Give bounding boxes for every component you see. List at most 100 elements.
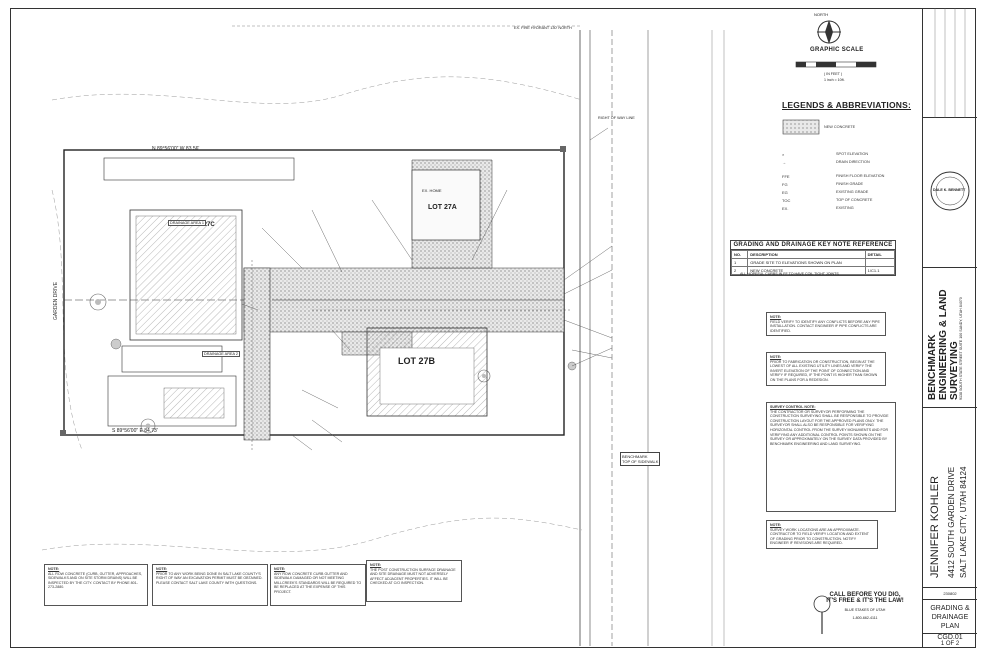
legend-row: TOC TOP OF CONCRETE [782,196,892,204]
cell: GRADE SITE TO ELEVATIONS SHOWN ON PLAN [747,258,866,267]
note-text: FIELD VERIFY TO IDENTIFY ANY CONFLICTS B… [770,319,880,333]
cell: 1 [730,258,749,267]
sheet-title: GRADING & DRAINAGE PLAN [923,600,977,634]
seal-name: DALE K. BENNETT [933,188,966,192]
sheet-border [10,8,976,648]
legend: NEW CONCRETE × SPOT ELEVATION → DRAIN DIRE… [782,116,892,212]
benchmark-box: BENCHMARK TOP OF SIDEWALK [620,452,661,466]
lot-27b-label: LOT 27B [398,356,436,366]
call-line4: 1-800-662-4111 [852,616,878,620]
legend-symbol: → [782,159,786,165]
key-note-title: GRADING AND DRAINAGE KEY NOTE REFERENCE [731,241,895,250]
note-text: PRIOR TO FABRICATION OR CONSTRUCTION, BE… [770,359,878,382]
owner-name: JENNIFER KOHLER [929,475,941,578]
drainage-area-1: DRAINAGE AREA 1 [168,220,206,226]
note-row-concrete: NOTE:ALL ROW CONCRETE (CURB, GUTTER, APP… [44,564,148,606]
note-drainage: NOTE:THE POST CONSTRUCTION SURFACE DRAIN… [366,560,462,602]
legend-symbol: FG [782,181,788,187]
legend-row: EX. EXISTING [782,204,892,212]
svg-text:GARDEN DRIVE: GARDEN DRIVE [53,281,59,320]
legend-text: DRAIN DIRECTION [836,160,870,164]
legend-row: EG EXISTING GRADE [782,188,892,196]
key-note-footer: ALL HOPEFUL CURBS IN FF TO HAVE COIL TIG… [740,272,839,276]
scale-units: ( IN FEET ) [824,72,843,76]
note-title: SURVEY CONTROL NOTE: [770,405,816,409]
scale-ratio: 1 inch = 10ft. [824,78,845,82]
legend-row: NEW CONCRETE [782,116,892,138]
note-curb-gutter: NOTE:ANY ROW CONCRETE CURB GUTTER AND SI… [270,564,366,606]
legend-symbol: FFE [782,173,790,179]
row-label: RIGHT OF WAY LINE [598,116,635,120]
benchmark-sub: TOP OF SIDEWALK [622,459,659,464]
benchmark-label: BENCHMARK [622,454,648,459]
bearing-top: N 89°56'00" W 83.56' [152,146,200,152]
legend-symbol [782,119,820,136]
note-pipe-conflicts: NOTE:FIELD VERIFY TO IDENTIFY ANY CONFLI… [766,312,886,337]
legend-text: SPOT ELEVATION [836,152,869,156]
scale-bar [795,61,877,68]
call-line1: CALL BEFORE YOU DIG, [829,592,901,598]
seal-area: DALE K. BENNETT [923,118,977,268]
site-plan: GARDEN DRIVE [41,25,725,646]
bearing-bottom: S 89°56'00" E 84.73' [112,428,158,434]
table-row: 2 NEW CONCRETE 1/C1.1 [730,266,896,275]
legend-text: NEW CONCRETE [824,125,856,129]
project-city: SALT LAKE CITY, UTAH 84124 [959,466,968,578]
key-note-table: GRADING AND DRAINAGE KEY NOTE REFERENCE … [730,240,896,276]
table-row: 1 GRADE SITE TO ELEVATIONS SHOWN ON PLAN [730,258,896,267]
sheet-no: CGD.01 [937,634,963,641]
legend-text: EXISTING [836,206,854,210]
legend-text: EXISTING GRADE [836,190,869,194]
note-text: ALL ROW CONCRETE (CURB, GUTTER, APPROACH… [48,571,143,590]
legend-row: × SPOT ELEVATION [782,150,892,158]
project-area: JENNIFER KOHLER 4412 SOUTH GARDEN DRIVE … [923,408,977,588]
legend-symbol: TOC [782,197,791,203]
legend-symbol: EG [782,189,788,195]
note-excavation-permit: NOTE:PRIOR TO ANY WORK BEING DONE IN SAL… [152,564,268,606]
project-address: 4412 SOUTH GARDEN DRIVE [947,466,956,578]
legend-symbol: × [782,151,785,157]
legend-text: FINISH GRADE [836,182,864,186]
ex-home-label: EX. HOME [422,188,442,193]
sheet-number: CGD.01 [923,634,977,641]
graphic-scale-title: GRAPHIC SCALE [810,47,864,53]
lot-27a-label: LOT 27A [428,204,457,211]
shovel-icon [813,595,831,634]
note-fabrication: NOTE:PRIOR TO FABRICATION OR CONSTRUCTIO… [766,352,886,386]
note-text: ANY ROW CONCRETE CURB GUTTER AND SIDEWAL… [274,571,362,594]
engineer-seal [930,171,970,211]
legend-row: FFE FINISH FLOOR ELEVATION [782,172,892,180]
note-text: THE CONTRACTOR OR SURVEYOR PERFORMING TH… [770,409,889,446]
revision-block [923,8,977,118]
note-survey-control: SURVEY CONTROL NOTE:THE CONTRACTOR OR SU… [766,402,896,512]
col-header: DETAIL [864,250,896,259]
note-text: THE POST CONSTRUCTION SURFACE DRAINAGE A… [370,567,456,586]
legend-text: TOP OF CONCRETE [836,198,873,202]
legend-row: FG FINISH GRADE [782,180,892,188]
legend-text: FINISH FLOOR ELEVATION [836,174,885,178]
legend-symbol: EX. [782,205,789,211]
cell: 2 [730,266,749,275]
col-header: NO. [730,250,749,259]
col-header: DESCRIPTION [747,250,866,259]
hydrant-label: EX. FIRE HYDRANT 130' NORTH [514,26,572,30]
job-number: 230802 [923,588,977,600]
legend-row: → DRAIN DIRECTION [782,158,892,166]
note-survey-work: NOTE:SURVEY WORK LOCATIONS ARE AN APPROX… [766,520,878,549]
call-line2: IT'S FREE & IT'S THE LAW! [826,598,904,604]
title-block: DALE K. BENNETT BENCHMARK ENGINEERING & … [922,8,977,648]
company-area: BENCHMARK ENGINEERING & LAND SURVEYING 9… [923,268,977,408]
call-before-you-dig: CALL BEFORE YOU DIG, IT'S FREE & IT'S TH… [812,592,918,642]
north-arrow-icon [817,20,841,44]
note-text: PRIOR TO ANY WORK BEING DONE IN SALT LAK… [156,571,263,585]
note-text: SURVEY WORK LOCATIONS ARE AN APPROXIMATE… [770,527,869,546]
call-line3: BLUE STAKES OF UTAH [844,608,886,612]
cell: 1/C1.1 [864,266,896,275]
company-name: BENCHMARK ENGINEERING & LAND SURVEYING [927,289,960,400]
cell [864,258,896,267]
company-address: 9138 SOUTH STATE STREET SUITE 100 SANDY,… [959,297,963,400]
north-label: NORTH [814,12,829,17]
legend-title: LEGENDS & ABBREVIATIONS: [782,100,912,110]
drainage-area-2: DRAINAGE AREA 2 [202,351,240,357]
